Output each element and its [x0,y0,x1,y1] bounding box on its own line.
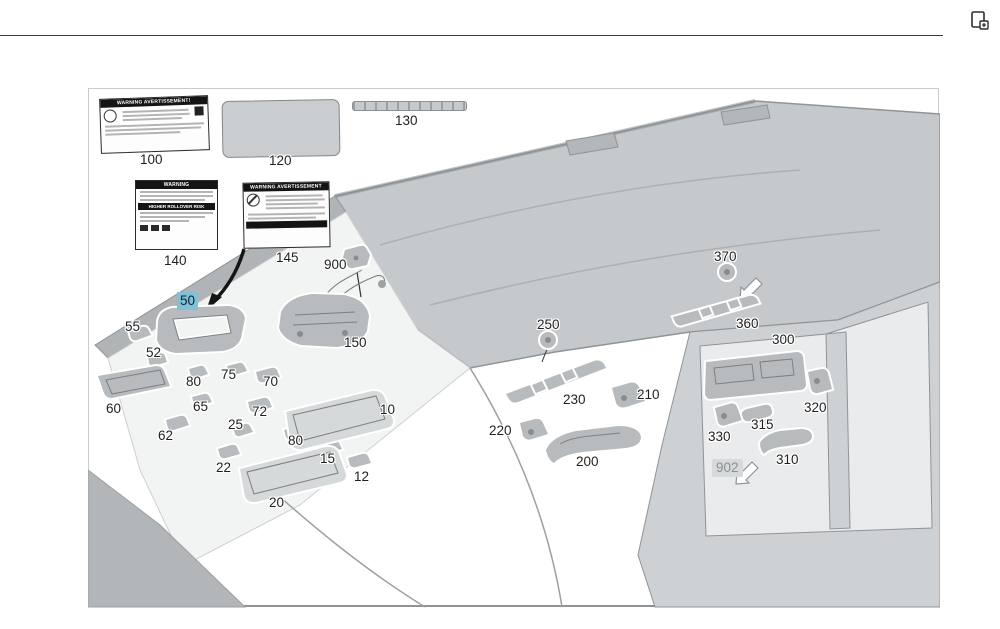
part-graphic-22[interactable] [215,442,243,461]
part-label-50[interactable]: 50 [177,292,199,310]
warning-label-100-body [100,104,207,124]
part-graphic-370[interactable] [717,262,737,282]
part-label-72[interactable]: 72 [252,404,268,419]
part-graphic-55[interactable] [126,324,154,343]
part-graphic-250[interactable] [538,330,558,350]
part-label-60[interactable]: 60 [106,401,122,416]
warning-label-140-title: WARNING [136,181,217,189]
part-graphic-52[interactable] [145,350,170,369]
part-label-360[interactable]: 360 [736,316,759,331]
part-graphic-230[interactable] [503,358,609,405]
part-graphic-62[interactable] [163,413,192,433]
part-label-10[interactable]: 10 [380,402,396,417]
prohibition-icon [246,193,260,207]
part-graphic-20[interactable] [237,444,349,505]
part-graphic-60[interactable] [95,363,173,401]
part-label-315[interactable]: 315 [751,417,774,432]
part-label-100[interactable]: 100 [140,152,163,167]
part-graphic-120[interactable] [221,98,341,159]
part-label-25[interactable]: 25 [228,417,244,432]
part-label-150[interactable]: 150 [344,335,367,350]
part-graphic-320[interactable] [805,366,835,396]
part-graphic-25[interactable] [230,421,256,439]
part-graphic-130[interactable] [352,101,467,111]
part-label-130[interactable]: 130 [395,113,418,128]
barcode-square [194,106,204,116]
part-graphic-80a[interactable] [186,363,211,381]
part-label-140[interactable]: 140 [164,253,187,268]
part-label-210[interactable]: 210 [637,387,660,402]
part-label-52[interactable]: 52 [146,345,162,360]
part-graphic-100[interactable]: WARNING AVERTISSEMENT! [99,95,210,154]
part-label-902[interactable]: 902 [712,459,743,477]
part-label-230[interactable]: 230 [563,392,586,407]
copy-page-icon [971,11,989,30]
car-roof-illustration [88,99,940,608]
part-label-250[interactable]: 250 [537,317,560,332]
copy-page-button[interactable] [966,8,992,34]
part-graphic-310[interactable] [757,426,815,457]
airbag-pictogram-icon [103,109,117,123]
part-graphic-140[interactable]: WARNING HIGHER ROLLOVER RISK [135,180,218,250]
part-label-65[interactable]: 65 [193,399,209,414]
part-graphic-75[interactable] [224,360,250,378]
part-graphic-72[interactable] [245,395,275,415]
part-label-20[interactable]: 20 [269,495,285,510]
warning-label-140-banner: HIGHER ROLLOVER RISK [138,203,215,210]
part-label-15[interactable]: 15 [320,451,336,466]
part-graphic-210[interactable] [609,380,648,410]
part-graphic-330[interactable] [712,401,745,428]
leader-line-900 [356,271,362,298]
part-label-62[interactable]: 62 [158,428,174,443]
part-graphic-300[interactable] [702,349,809,402]
part-graphic-70[interactable] [253,365,283,385]
part-label-80[interactable]: 80 [186,374,202,389]
warning-label-145-footer-bar [246,220,328,229]
warning-label-140-icons [136,224,217,232]
part-label-330[interactable]: 330 [708,429,731,444]
part-label-310[interactable]: 310 [776,452,799,467]
top-divider [0,35,943,36]
part-graphic-220[interactable] [517,416,551,442]
warning-label-145-body [244,190,329,211]
part-label-200[interactable]: 200 [576,454,599,469]
part-graphic-65[interactable] [189,391,215,409]
part-graphic-12[interactable] [345,451,374,470]
part-label-75[interactable]: 75 [221,367,237,382]
part-label-70[interactable]: 70 [263,374,279,389]
part-graphic-315[interactable] [739,402,775,424]
part-graphic-900[interactable] [340,243,373,271]
part-graphic-50[interactable] [154,303,248,356]
part-graphic-360[interactable] [670,277,763,328]
part-label-145[interactable]: 145 [276,250,299,265]
part-label-120[interactable]: 120 [269,153,292,168]
part-label-300[interactable]: 300 [772,332,795,347]
part-graphic-150[interactable] [276,269,386,350]
part-label-55[interactable]: 55 [125,319,141,334]
part-graphic-145[interactable]: WARNING AVERTISSEMENT [242,181,331,249]
part-label-220[interactable]: 220 [489,423,512,438]
part-label-370[interactable]: 370 [714,249,737,264]
part-label-22[interactable]: 22 [216,460,232,475]
part-label-80-2[interactable]: 80 [288,433,304,448]
leader-line-250 [541,348,548,363]
part-label-900[interactable]: 900 [324,257,347,272]
part-graphic-200[interactable] [543,423,644,466]
parts-diagram-canvas [88,99,940,608]
part-label-12[interactable]: 12 [354,469,370,484]
part-label-320[interactable]: 320 [804,400,827,415]
part-graphic-10[interactable] [283,388,396,452]
